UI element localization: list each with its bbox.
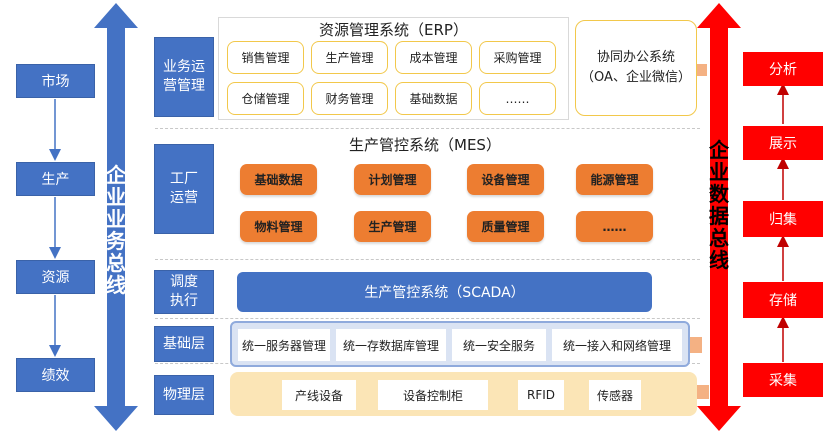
layer-label-business-ops-text: 业务运营管理: [163, 59, 205, 94]
infrastructure-item: 统一接入和网络管理: [552, 329, 682, 361]
mes-item: 质量管理: [467, 211, 544, 242]
mes-item: 物料管理: [240, 211, 317, 242]
left-flow-production: 生产: [16, 162, 95, 196]
mes-title: 生产管控系统（MES）: [349, 135, 501, 154]
layer-label-physical: 物理层: [154, 375, 214, 415]
data-bus-label: 企业数据总线: [709, 138, 729, 272]
mes-item: 计划管理: [354, 164, 431, 195]
left-flow-resources: 资源: [16, 260, 95, 294]
layer-label-factory-ops-text: 工厂运营: [170, 171, 198, 206]
layer-label-dispatch: 调度执行: [154, 270, 214, 314]
right-flow-aggregation: 归集: [743, 201, 823, 237]
oa-box: 协同办公系统 （OA、企业微信）: [575, 20, 697, 116]
layer-separator: [155, 318, 700, 319]
layer-label-infrastructure: 基础层: [154, 326, 214, 362]
physical-item: 产线设备: [282, 380, 356, 410]
data-bus-label-box: 企业数据总线: [704, 130, 734, 280]
right-flow-display: 展示: [743, 126, 823, 160]
mes-item: 基础数据: [240, 164, 317, 195]
layer-label-business-ops: 业务运营管理: [154, 37, 214, 117]
mes-item: ……: [576, 211, 653, 242]
oa-title: 协同办公系统: [596, 50, 675, 65]
mes-item: 能源管理: [576, 164, 653, 195]
infrastructure-item: 统一安全服务: [452, 329, 546, 361]
layer-label-factory-ops: 工厂运营: [154, 144, 214, 234]
right-flow-collection: 采集: [743, 363, 823, 397]
erp-item: 生产管理: [311, 41, 388, 74]
physical-item: 设备控制柜: [378, 380, 488, 410]
erp-item: 基础数据: [395, 82, 472, 115]
right-flow-storage: 存储: [743, 282, 823, 318]
erp-item: ……: [479, 82, 556, 115]
erp-title: 资源管理系统（ERP）: [319, 20, 468, 39]
erp-item: 销售管理: [227, 41, 304, 74]
physical-item: 传感器: [589, 380, 641, 410]
erp-item: 仓储管理: [227, 82, 304, 115]
layer-separator: [155, 259, 700, 260]
erp-item: 财务管理: [311, 82, 388, 115]
erp-item: 成本管理: [395, 41, 472, 74]
business-bus-label: 企业业务总线: [106, 163, 126, 297]
infrastructure-item: 统一服务器管理: [238, 329, 330, 361]
erp-item: 采购管理: [479, 41, 556, 74]
right-flow-analysis: 分析: [743, 52, 823, 86]
physical-item: RFID: [518, 380, 564, 410]
connector-oa: [697, 64, 707, 76]
oa-subtitle: （OA、企业微信）: [581, 70, 691, 85]
connector-infra: [690, 337, 702, 353]
business-bus-label-box: 企业业务总线: [101, 150, 131, 310]
mes-item: 设备管理: [467, 164, 544, 195]
layer-label-dispatch-text: 调度执行: [170, 274, 198, 309]
left-flow-market: 市场: [16, 64, 95, 98]
connector-physical: [697, 385, 709, 399]
mes-item: 生产管理: [354, 211, 431, 242]
scada-bar: 生产管控系统（SCADA）: [237, 272, 652, 312]
business-bus-arrow: [94, 3, 138, 431]
left-flow-performance: 绩效: [16, 358, 95, 392]
data-bus-arrow: [697, 3, 741, 431]
layer-separator: [155, 128, 700, 129]
infrastructure-item: 统一存数据库管理: [336, 329, 446, 361]
